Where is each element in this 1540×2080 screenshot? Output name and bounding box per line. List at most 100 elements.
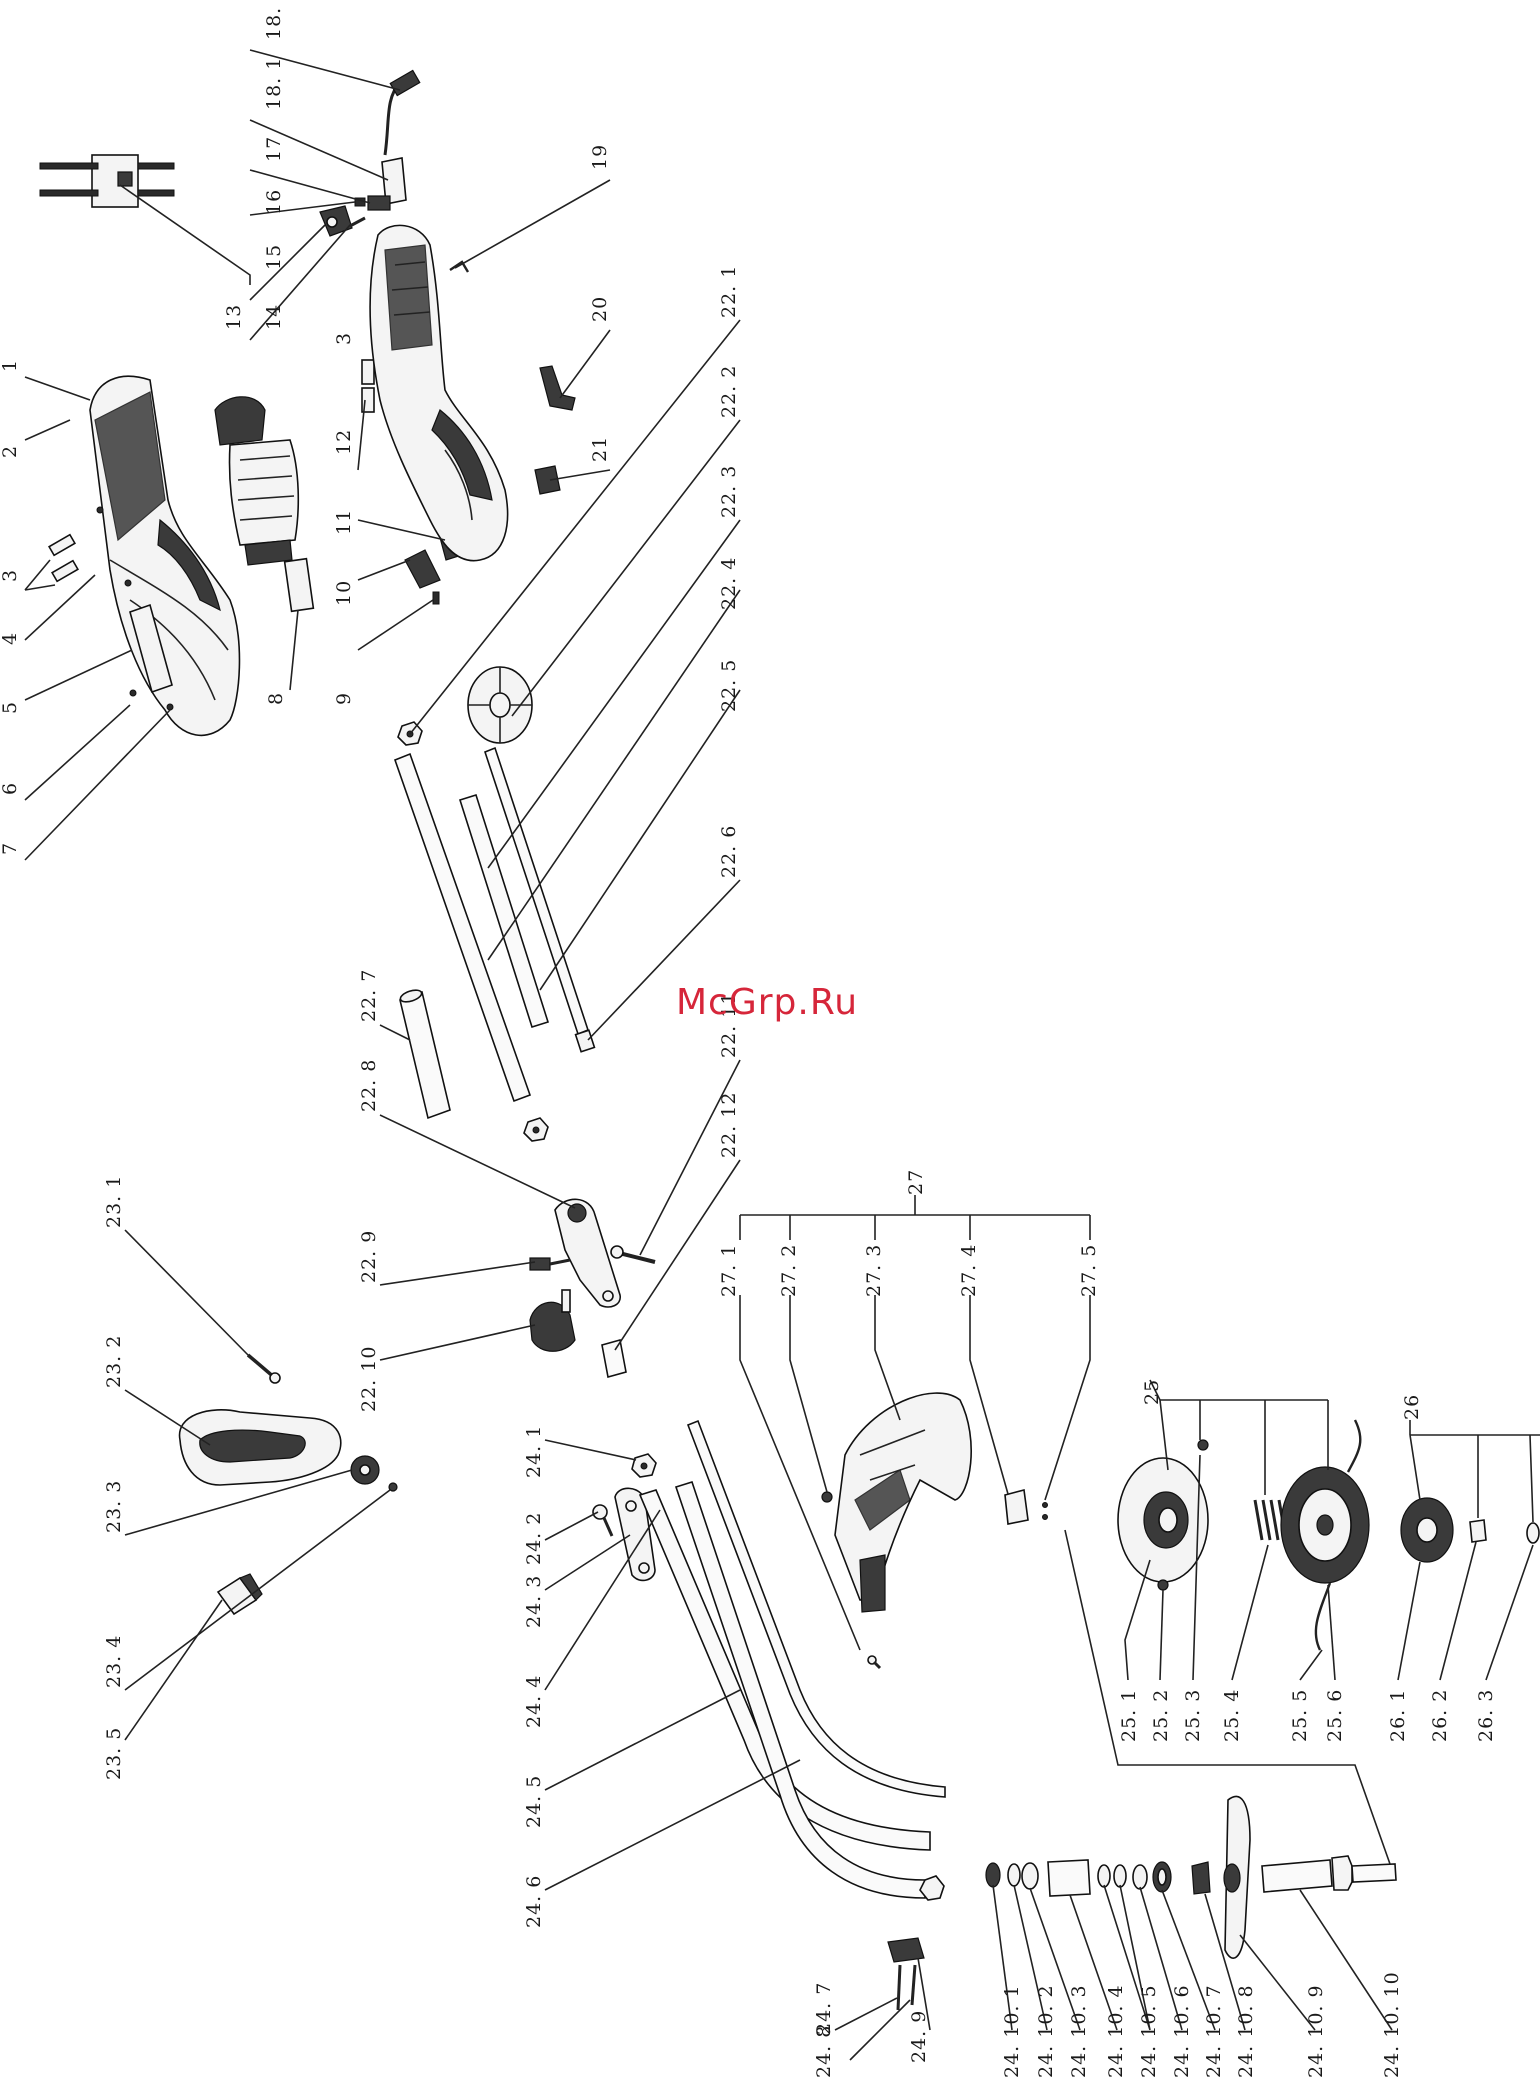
label-22-9: 22. 9 — [358, 1230, 380, 1283]
part-14-pin — [349, 216, 366, 228]
part-22-2-disc — [467, 666, 533, 744]
part-27-2-washer — [821, 1491, 833, 1503]
label-24-8: 24. 8 — [813, 2025, 835, 2078]
part-24-7-rivet — [896, 1964, 917, 2011]
label-24-5: 24. 5 — [523, 1775, 545, 1828]
label-27-5: 27. 5 — [1078, 1244, 1100, 1297]
label-6: 6 — [0, 782, 21, 795]
label-25-6: 25. 6 — [1324, 1689, 1346, 1742]
label-26-3: 26. 3 — [1475, 1689, 1497, 1742]
part-19-clip — [449, 260, 470, 273]
part-27-3-guard — [834, 1392, 972, 1613]
label-22-5: 22. 5 — [718, 659, 740, 712]
label-25: 25 — [1141, 1379, 1163, 1405]
label-22-11: 22. 11 — [718, 992, 740, 1058]
label-22-4: 22. 4 — [718, 557, 740, 610]
label-24-3: 24. 3 — [523, 1575, 545, 1628]
part-22-9-screw — [529, 1257, 571, 1271]
part-24-3-plate — [614, 1487, 656, 1582]
label-22-1: 22. 1 — [718, 265, 740, 318]
label-18-2: 18. 2 — [263, 0, 285, 40]
part-23-5-block — [216, 1573, 263, 1616]
part-1-left-housing — [89, 375, 241, 737]
label-27-1: 27. 1 — [718, 1244, 740, 1297]
label-7: 7 — [0, 842, 21, 855]
part-8-motor — [214, 396, 315, 613]
label-24-10-1: 24. 10. 1 — [1001, 1984, 1023, 2078]
label-3-left: 3 — [0, 569, 21, 582]
label-21: 21 — [589, 436, 611, 462]
label-23-2: 23. 2 — [103, 1335, 125, 1388]
label-18-1: 18. 1 — [263, 57, 285, 110]
part-23-3-knob — [350, 1455, 380, 1485]
label-24-7: 24. 7 — [813, 1982, 835, 2035]
label-8: 8 — [265, 692, 287, 705]
label-23-1: 23. 1 — [103, 1175, 125, 1228]
label-25-1: 25. 1 — [1118, 1689, 1140, 1742]
label-12: 12 — [333, 429, 355, 455]
label-24-10-9: 24. 10. 9 — [1305, 1984, 1327, 2078]
label-10: 10 — [333, 580, 355, 606]
label-25-5: 25. 5 — [1289, 1689, 1311, 1742]
label-17: 17 — [263, 136, 285, 162]
label-24-1: 24. 1 — [523, 1425, 545, 1478]
part-25-3-eyelet — [1197, 1439, 1209, 1451]
label-5: 5 — [0, 701, 21, 714]
part-25-5-line — [1314, 1419, 1362, 1651]
part-13-terminal-block — [39, 154, 175, 208]
label-26: 26 — [1401, 1394, 1423, 1420]
label-23-5: 23. 5 — [103, 1727, 125, 1780]
label-22-7: 22. 7 — [358, 969, 380, 1022]
label-22-8: 22. 8 — [358, 1059, 380, 1112]
label-20: 20 — [589, 296, 611, 322]
part-24-1-nut — [631, 1453, 657, 1478]
label-14: 14 — [263, 304, 285, 330]
label-24-10-4: 24. 10. 4 — [1105, 1984, 1127, 2078]
label-22-10: 22. 10 — [358, 1346, 380, 1412]
label-23-3: 23. 3 — [103, 1480, 125, 1533]
part-23-4-nut — [388, 1482, 398, 1492]
part-27-1-screw — [867, 1655, 882, 1670]
watermark-text: McGrp.Ru — [676, 982, 859, 1023]
part-22-12-bushing — [601, 1338, 627, 1379]
label-11: 11 — [333, 509, 355, 535]
label-25-4: 25. 4 — [1221, 1689, 1243, 1742]
part-24-10-shaft-assembly — [985, 1795, 1397, 1959]
label-24-4: 24. 4 — [523, 1675, 545, 1728]
label-24-10-8: 24. 10. 8 — [1235, 1984, 1257, 2078]
label-23-4: 23. 4 — [103, 1635, 125, 1688]
part-22-7-sleeve — [399, 989, 451, 1120]
leader-lines — [24, 49, 1540, 2061]
label-9: 9 — [333, 692, 355, 705]
part-22-11-bolt — [610, 1245, 656, 1264]
label-24-10-7: 24. 10. 7 — [1203, 1984, 1225, 2078]
label-27-2: 27. 2 — [778, 1244, 800, 1297]
label-22-6: 22. 6 — [718, 825, 740, 878]
part-27-4-blade — [1004, 1488, 1029, 1525]
label-24-10-10: 24. 10. 10 — [1381, 1971, 1403, 2078]
part-24-9-clip — [887, 1937, 925, 1963]
part-24-tubes-lower — [638, 1419, 946, 1901]
label-24-10-5: 24. 10. 5 — [1138, 1984, 1160, 2078]
part-22-tubes-upper — [393, 746, 589, 1103]
label-19: 19 — [589, 144, 611, 170]
label-4: 4 — [0, 632, 21, 645]
label-2: 2 — [0, 445, 21, 458]
part-25-4-spring — [1253, 1499, 1288, 1541]
label-25-2: 25. 2 — [1150, 1689, 1172, 1742]
label-24-10-6: 24. 10. 6 — [1171, 1984, 1193, 2078]
part-23-1-pin — [246, 1353, 281, 1384]
part-24-2-screw — [592, 1504, 614, 1537]
label-27: 27 — [905, 1169, 927, 1195]
part-22-6-bushing — [574, 1029, 596, 1053]
label-26-2: 26. 2 — [1429, 1689, 1451, 1742]
part-5-cover-plate — [129, 603, 173, 694]
part-19-right-housing — [369, 224, 509, 562]
label-15: 15 — [263, 244, 285, 270]
label-24-6: 24. 6 — [523, 1875, 545, 1928]
label-25-3: 25. 3 — [1182, 1689, 1204, 1742]
part-22-nut-lower — [523, 1117, 549, 1142]
part-17-cable-clamp — [367, 195, 391, 211]
label-27-3: 27. 3 — [863, 1244, 885, 1297]
